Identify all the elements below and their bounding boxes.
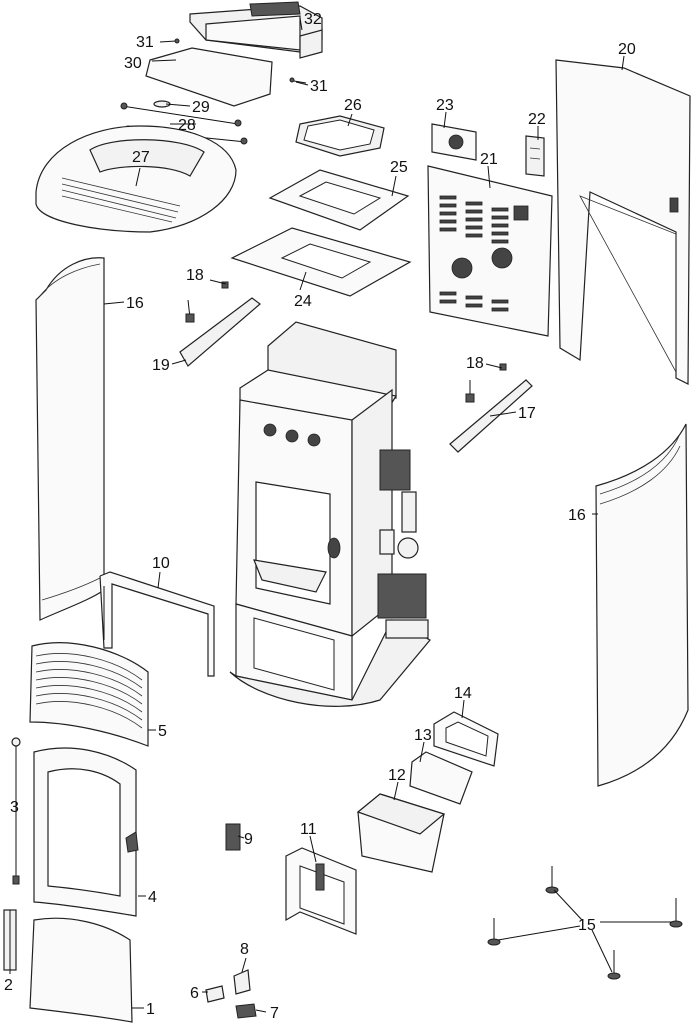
part-9-latch xyxy=(225,823,241,851)
label-16-left: 16 xyxy=(126,295,144,312)
label-4: 4 xyxy=(148,889,157,906)
label-25: 25 xyxy=(390,159,408,176)
label-9: 9 xyxy=(244,831,253,848)
part-19-bracket-left xyxy=(179,297,261,367)
label-23: 23 xyxy=(436,97,454,114)
label-26: 26 xyxy=(344,97,362,114)
label-15: 15 xyxy=(578,917,596,934)
part-23-small-plate xyxy=(431,123,477,161)
label-17: 17 xyxy=(518,405,536,422)
label-1: 1 xyxy=(146,1001,155,1018)
label-31-right: 31 xyxy=(310,78,328,95)
part-8-bracket xyxy=(233,969,251,995)
label-7: 7 xyxy=(270,1005,279,1022)
label-2: 2 xyxy=(4,977,13,994)
label-8: 8 xyxy=(240,941,249,958)
label-29: 29 xyxy=(192,99,210,116)
part-1-lower-panel xyxy=(29,917,133,1023)
part-7-clip xyxy=(235,1003,257,1019)
part-27-top-cover xyxy=(35,125,237,233)
part-11-frame xyxy=(285,847,357,935)
label-24: 24 xyxy=(294,293,312,310)
label-19: 19 xyxy=(152,357,170,374)
part-6-bracket xyxy=(205,985,225,1003)
part-31-screw-left xyxy=(159,38,180,44)
label-21: 21 xyxy=(480,151,498,168)
part-24-plate xyxy=(230,227,412,297)
part-4-door xyxy=(33,747,139,917)
label-18-left: 18 xyxy=(186,267,204,284)
part-15-feet xyxy=(487,866,683,980)
part-22-bracket xyxy=(525,135,545,177)
part-18-fastener-right xyxy=(465,363,507,403)
label-14: 14 xyxy=(454,685,472,702)
part-labels: 32 31 30 31 29 28 27 26 25 24 23 22 21 2… xyxy=(4,11,636,1022)
part-30-cover-plate xyxy=(145,47,273,107)
part-2-hinge xyxy=(3,909,17,971)
label-27: 27 xyxy=(132,149,150,166)
label-28: 28 xyxy=(178,117,196,134)
part-26-gasket-frame xyxy=(295,115,385,157)
part-25-plate xyxy=(268,169,410,231)
part-12-ash-box xyxy=(356,793,446,873)
label-18-right: 18 xyxy=(466,355,484,372)
label-32: 32 xyxy=(304,11,322,28)
leader-lines xyxy=(9,17,672,1013)
part-20-side-panel xyxy=(555,59,691,385)
label-3: 3 xyxy=(10,799,19,816)
label-10: 10 xyxy=(152,555,170,572)
part-13-plate xyxy=(409,751,473,805)
label-5: 5 xyxy=(158,723,167,740)
label-13: 13 xyxy=(414,727,432,744)
label-11: 11 xyxy=(300,821,317,838)
part-16-right-side-panel xyxy=(595,423,689,787)
part-10-frame xyxy=(99,571,215,677)
part-31-screw-right xyxy=(289,77,307,84)
part-16-left-side-panel xyxy=(35,257,105,621)
label-22: 22 xyxy=(528,111,546,128)
label-6: 6 xyxy=(190,985,199,1002)
stove-side-components xyxy=(377,449,429,639)
part-21-rear-panel xyxy=(427,165,553,337)
part-21-vent-slots xyxy=(439,195,509,312)
part-14-frame xyxy=(433,711,499,767)
part-18-fastener-left xyxy=(185,281,229,323)
part-5-grille xyxy=(29,642,149,747)
label-12: 12 xyxy=(388,767,406,784)
label-20: 20 xyxy=(618,41,636,58)
part-5-grille-slats xyxy=(35,653,143,729)
stove-main-body xyxy=(229,321,431,707)
label-30: 30 xyxy=(124,55,142,72)
label-16-right: 16 xyxy=(568,507,586,524)
part-32-control-box xyxy=(189,1,323,59)
label-31-left: 31 xyxy=(136,34,154,51)
part-27-vent-slots xyxy=(61,177,181,223)
